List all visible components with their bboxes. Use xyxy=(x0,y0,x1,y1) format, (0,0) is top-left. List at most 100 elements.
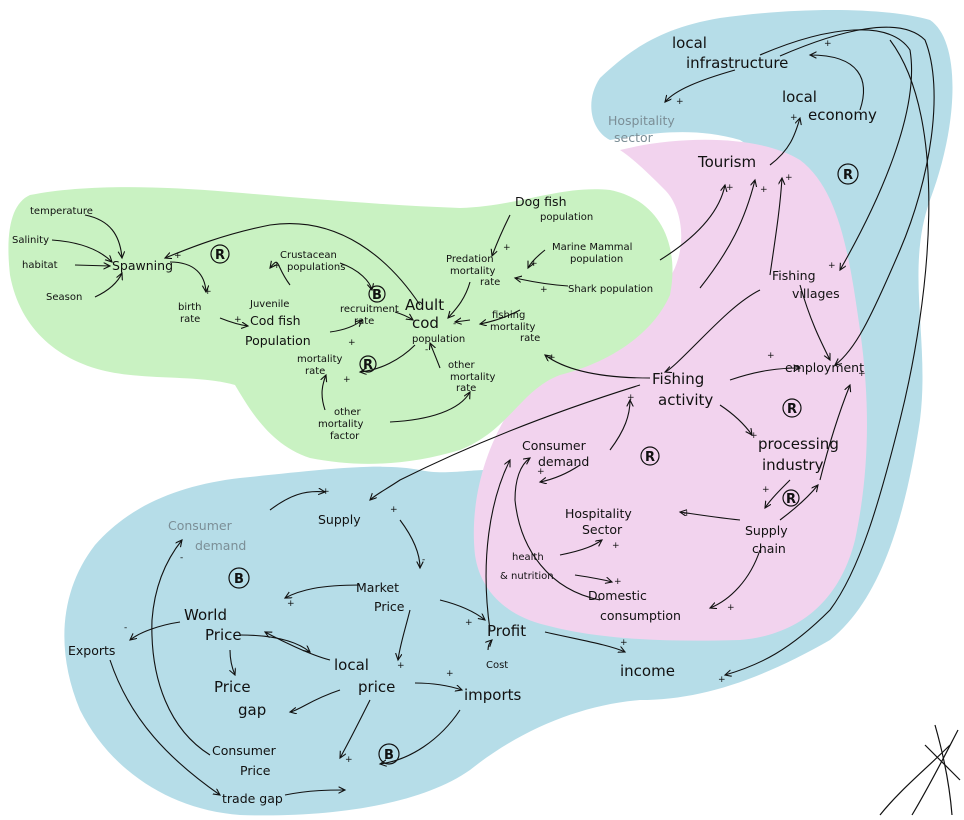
node-other-mortality-factor-2: mortality xyxy=(318,419,363,430)
node-fishing-mortality-rate-3: rate xyxy=(520,333,540,344)
node-other-mortality-rate-2: mortality xyxy=(450,372,495,383)
svg-text:+: + xyxy=(627,393,635,403)
ecology-region xyxy=(8,187,673,464)
node-supply-chain: Supply xyxy=(745,523,788,538)
svg-text:+: + xyxy=(858,369,866,379)
node-hospitality-sector-top-2: sector xyxy=(614,130,654,145)
svg-text:+: + xyxy=(824,39,832,49)
node-domestic-consumption: Domestic xyxy=(588,588,647,603)
svg-text:+: + xyxy=(612,541,620,551)
svg-text:+: + xyxy=(465,618,473,628)
node-world-price-2: Price xyxy=(205,626,242,644)
node-fishing-villages: Fishing xyxy=(772,268,816,283)
node-labels: local infrastructure Hospitality sector … xyxy=(12,34,877,806)
svg-text:R: R xyxy=(363,358,373,373)
svg-text:B: B xyxy=(372,288,382,303)
svg-text:+: + xyxy=(760,185,768,195)
node-season: Season xyxy=(46,292,82,303)
node-hospitality-sector-mid-2: Sector xyxy=(582,522,623,537)
node-dog-fish-population: Dog fish xyxy=(515,194,567,209)
node-dog-fish-population-2: population xyxy=(540,212,593,223)
svg-text:+: + xyxy=(767,351,775,361)
svg-text:+: + xyxy=(540,285,548,295)
node-price-gap-2: gap xyxy=(238,701,266,719)
node-consumer-price: Consumer xyxy=(212,743,277,758)
svg-text:+: + xyxy=(785,173,793,183)
svg-text:+: + xyxy=(828,261,836,271)
node-mortality-rate-2: rate xyxy=(305,366,325,377)
causal-links xyxy=(51,26,935,795)
svg-text:+: + xyxy=(234,315,242,325)
node-juvenile-codfish-3: Population xyxy=(245,333,311,348)
node-world-price: World xyxy=(184,606,227,624)
node-local-infrastructure-2: infrastructure xyxy=(686,54,788,72)
node-birth-rate-2: rate xyxy=(180,314,200,325)
node-adult-cod-population-3: population xyxy=(412,334,465,345)
node-local-economy: local xyxy=(782,88,817,106)
svg-text:+: + xyxy=(718,675,726,685)
svg-text:B: B xyxy=(384,748,394,763)
svg-text:+: + xyxy=(343,375,351,385)
node-adult-cod-population-2: cod xyxy=(412,314,439,332)
node-trade-gap: trade gap xyxy=(222,791,283,806)
node-health-nutrition: health xyxy=(512,552,544,563)
node-temperature: temperature xyxy=(30,206,93,217)
node-health-nutrition-2: & nutrition xyxy=(500,571,554,582)
loop-b2: B xyxy=(228,567,250,589)
svg-text:+: + xyxy=(390,505,398,515)
svg-text:-: - xyxy=(422,555,425,565)
node-mortality-rate: mortality xyxy=(297,354,342,365)
node-exports: Exports xyxy=(68,643,115,658)
svg-text:+: + xyxy=(676,97,684,107)
node-other-mortality-factor-3: factor xyxy=(330,431,360,442)
loop-b3: B xyxy=(378,743,400,765)
svg-text:+: + xyxy=(537,467,545,477)
node-marine-mammal-population: Marine Mammal xyxy=(552,242,632,253)
node-consumer-demand-industry-2: demand xyxy=(538,454,589,469)
node-tourism: Tourism xyxy=(697,153,756,171)
svg-text:-: - xyxy=(425,345,428,355)
node-crustacean-population-2: populations xyxy=(287,262,345,273)
node-supply-chain-2: chain xyxy=(752,541,786,556)
svg-text:R: R xyxy=(843,168,853,183)
node-employment: employment xyxy=(785,360,864,375)
svg-text:+: + xyxy=(273,261,281,271)
svg-text:R: R xyxy=(215,248,225,263)
node-other-mortality-factor: other xyxy=(334,407,362,418)
node-salinity: Salinity xyxy=(12,235,49,246)
node-local-economy-2: economy xyxy=(808,106,877,124)
node-hospitality-sector-mid: Hospitality xyxy=(565,506,632,521)
node-processing-industry: processing xyxy=(758,435,839,453)
svg-text:+: + xyxy=(614,577,622,587)
node-fishing-mortality-rate-2: mortality xyxy=(490,322,535,333)
svg-text:+: + xyxy=(727,603,735,613)
node-fishing-activity-2: activity xyxy=(658,391,713,409)
node-price-gap: Price xyxy=(214,678,251,696)
svg-text:+: + xyxy=(503,243,511,253)
svg-text:+: + xyxy=(446,669,454,679)
node-market-price: Market xyxy=(356,580,399,595)
signature xyxy=(879,724,961,816)
node-predation-mortality-rate: Predation xyxy=(446,254,494,265)
node-income: income xyxy=(620,662,675,680)
node-local-price: local xyxy=(334,656,369,674)
node-fishing-villages-2: villages xyxy=(792,286,840,301)
loop-r1: R xyxy=(210,244,230,264)
node-crustacean-population: Crustacean xyxy=(280,250,337,261)
node-domestic-consumption-2: consumption xyxy=(600,608,681,623)
svg-text:+: + xyxy=(726,183,734,193)
node-recruitment-rate: recruitment xyxy=(340,304,399,315)
svg-text:+: + xyxy=(530,259,538,269)
node-birth-rate: birth xyxy=(178,302,202,313)
node-marine-mammal-population-2: population xyxy=(570,254,623,265)
node-processing-industry-2: industry xyxy=(762,456,824,474)
svg-text:+: + xyxy=(683,509,691,519)
loop-r3: R xyxy=(837,163,859,185)
node-recruitment-rate-2: rate xyxy=(354,316,374,327)
industry-region xyxy=(473,139,867,641)
node-juvenile-codfish: Juvenile xyxy=(249,299,289,310)
node-supply: Supply xyxy=(318,512,361,527)
svg-text:R: R xyxy=(787,402,797,417)
svg-text:-: - xyxy=(124,623,127,633)
polarity-signs: + + + + + + + + + + + + + - - + + + + + … xyxy=(124,39,866,765)
